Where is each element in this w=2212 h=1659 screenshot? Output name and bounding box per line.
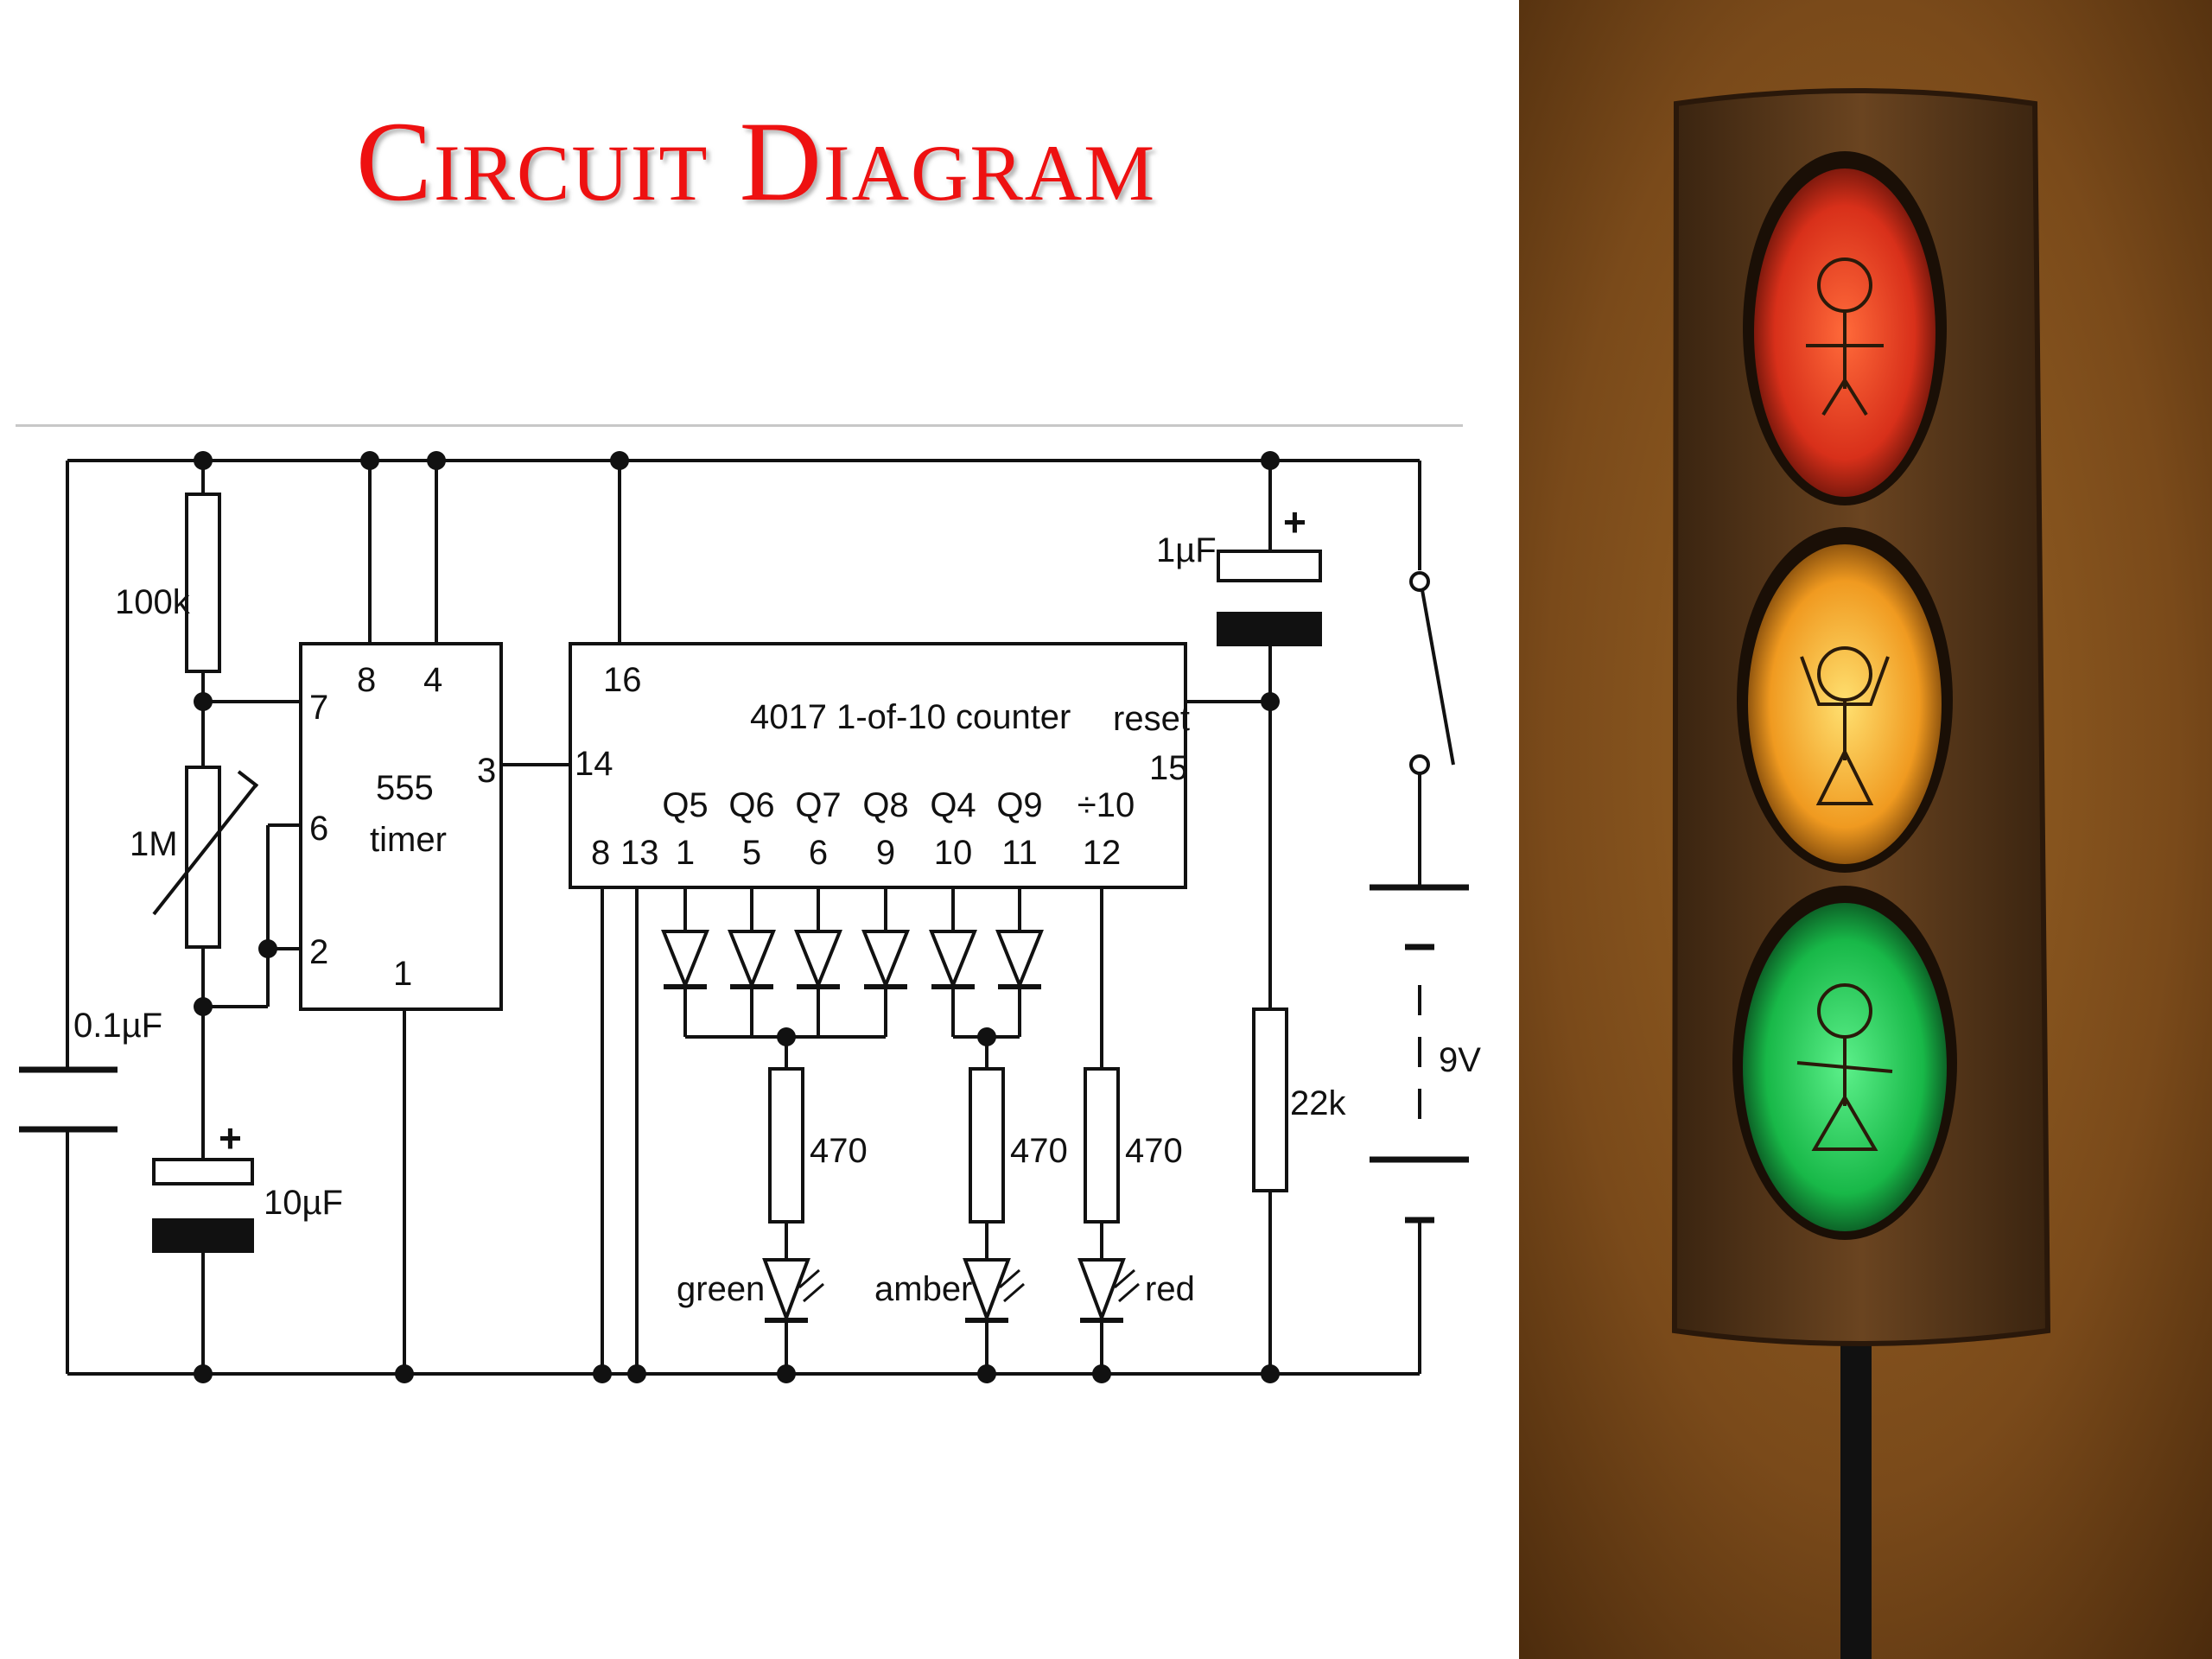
output-pin: 5	[742, 834, 761, 872]
output-pin: 12	[1083, 834, 1122, 872]
counter-reset-label: reset	[1113, 700, 1190, 738]
page-title: Circuit Diagram	[355, 98, 1157, 225]
timer-pin-3: 3	[477, 752, 496, 790]
traffic-light-icon	[1512, 0, 2212, 1659]
output-name: ÷10	[1077, 786, 1135, 824]
label-plus-10uf: +	[219, 1116, 242, 1160]
output-name: Q7	[795, 786, 841, 824]
timer-pin-8: 8	[357, 661, 376, 699]
label-plus-1uf: +	[1283, 499, 1306, 544]
label-led-red: red	[1145, 1270, 1195, 1308]
timer-pin-2: 2	[309, 933, 328, 971]
output-pin: 9	[876, 834, 895, 872]
timer-pin-1: 1	[393, 955, 412, 993]
counter-pin-8: 8	[591, 834, 610, 872]
label-1m: 1M	[130, 825, 178, 863]
output-name: Q5	[662, 786, 708, 824]
label-cap-01: 0.1µF	[73, 1007, 162, 1045]
label-470-red: 470	[1125, 1132, 1183, 1170]
output-name: Q6	[728, 786, 774, 824]
counter-pin-15: 15	[1149, 749, 1188, 787]
output-pin: 1	[676, 834, 695, 872]
label-led-green: green	[677, 1270, 765, 1308]
label-led-amber: amber	[874, 1270, 972, 1308]
label-1uf: 1µF	[1156, 531, 1217, 569]
counter-name: 4017 1-of-10 counter	[750, 698, 1071, 736]
output-name: Q9	[996, 786, 1042, 824]
output-pin: 10	[934, 834, 973, 872]
timer-pin-7: 7	[309, 689, 328, 727]
timer-pin-4: 4	[423, 661, 442, 699]
label-100k: 100k	[115, 583, 191, 621]
timer-name: 555	[376, 769, 434, 807]
output-pin: 6	[809, 834, 828, 872]
counter-pin-16: 16	[603, 661, 642, 699]
label-10uf: 10µF	[264, 1184, 343, 1222]
label-470-green: 470	[810, 1132, 868, 1170]
output-name: Q8	[862, 786, 908, 824]
divider	[16, 424, 1463, 427]
counter-pin-13: 13	[620, 834, 659, 872]
label-22k: 22k	[1290, 1084, 1346, 1122]
counter-pin-14: 14	[575, 745, 613, 783]
timer-sub: timer	[370, 821, 447, 859]
output-name: Q4	[930, 786, 976, 824]
timer-pin-6: 6	[309, 810, 328, 848]
output-pin: 11	[1001, 834, 1038, 872]
label-9v: 9V	[1439, 1041, 1481, 1079]
label-470-amber: 470	[1010, 1132, 1068, 1170]
circuit-diagram: 100k 1M 0.1µF + 10µF 8 4 7 6 2 3 1 555 t…	[19, 451, 1481, 1383]
